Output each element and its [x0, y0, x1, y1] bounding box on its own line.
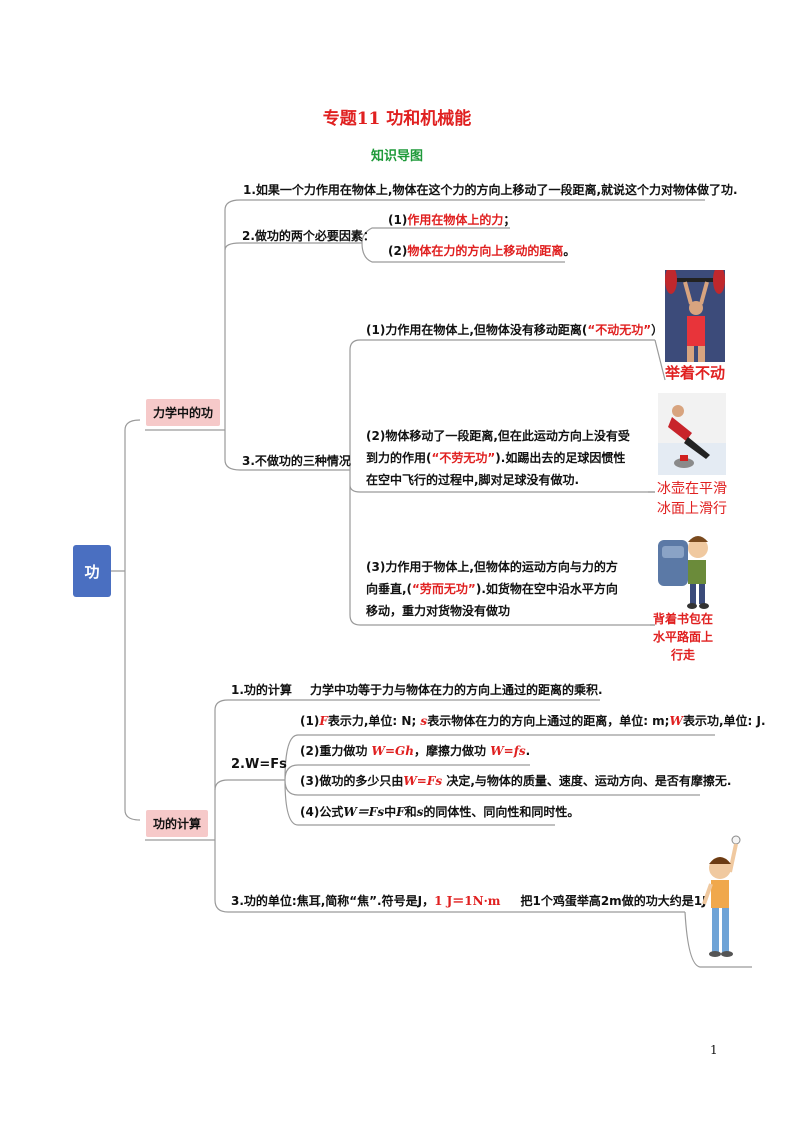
backpack-person-icon: [658, 536, 709, 609]
image-caption-1: 举着不动: [664, 364, 725, 382]
category-mechanics-work: 力学中的功: [146, 399, 221, 426]
factor-2: (2)物体在力的方向上移动的距离。: [388, 244, 576, 258]
formula-point-1: (1)F表示力,单位: N; s表示物体在力的方向上通过的距离，单位: m;W表…: [300, 714, 766, 728]
case-1: (1)力作用在物体上,但物体没有移动距离(“不动无功”）: [366, 323, 664, 337]
curling-icon: [658, 393, 726, 475]
curling-image: [658, 393, 726, 475]
backpack-image: [654, 530, 714, 610]
page-title: 专题11 功和机械能: [322, 109, 472, 129]
page-number: 1: [710, 1043, 718, 1057]
formula-node: 2.W=Fs: [231, 757, 287, 772]
root-node: 功: [73, 545, 111, 597]
formula-point-3: (3)做功的多少只由W=Fs 决定,与物体的质量、速度、运动方向、是否有摩擦无.: [300, 774, 732, 788]
boy-image: [700, 832, 748, 962]
factor-1: (1)作用在物体上的力；: [388, 213, 516, 227]
definition-node: 1.如果一个力作用在物体上,物体在这个力的方向上移动了一段距离,就说这个力对物体…: [243, 183, 738, 197]
boy-raising-hand-icon: [702, 835, 741, 957]
calc-definition: 力学中功等于力与物体在力的方向上通过的距离的乘积.: [310, 683, 603, 697]
case-2: (2)物体移动了一段距离,但在此运动方向上没有受到力的作用(“不劳无功”).如踢…: [366, 429, 630, 487]
image-caption-2: 冰壶在平滑冰面上滑行: [657, 481, 727, 517]
image-caption-3: 背着书包在水平路面上行走: [652, 612, 713, 662]
formula-point-4: (4)公式W＝Fs中F和s的同体性、同向性和同时性。: [300, 805, 580, 819]
case-3: (3)力作用于物体上,但物体的运动方向与力的方向垂直,(“劳而无功”).如货物在…: [366, 560, 618, 618]
two-factors-node: 2.做功的两个必要因素：: [242, 229, 375, 243]
three-cases-node: 3.不做功的三种情况: [242, 454, 351, 468]
weightlifter-icon: [665, 266, 725, 362]
weightlifter-image: [665, 266, 725, 362]
calc-label: 1.功的计算: [231, 683, 292, 697]
category-work-calculation: 功的计算: [146, 810, 209, 837]
page-subtitle: 知识导图: [370, 149, 423, 164]
formula-point-2: (2)重力做功 W=Gh，摩擦力做功 W=fs.: [300, 744, 531, 758]
